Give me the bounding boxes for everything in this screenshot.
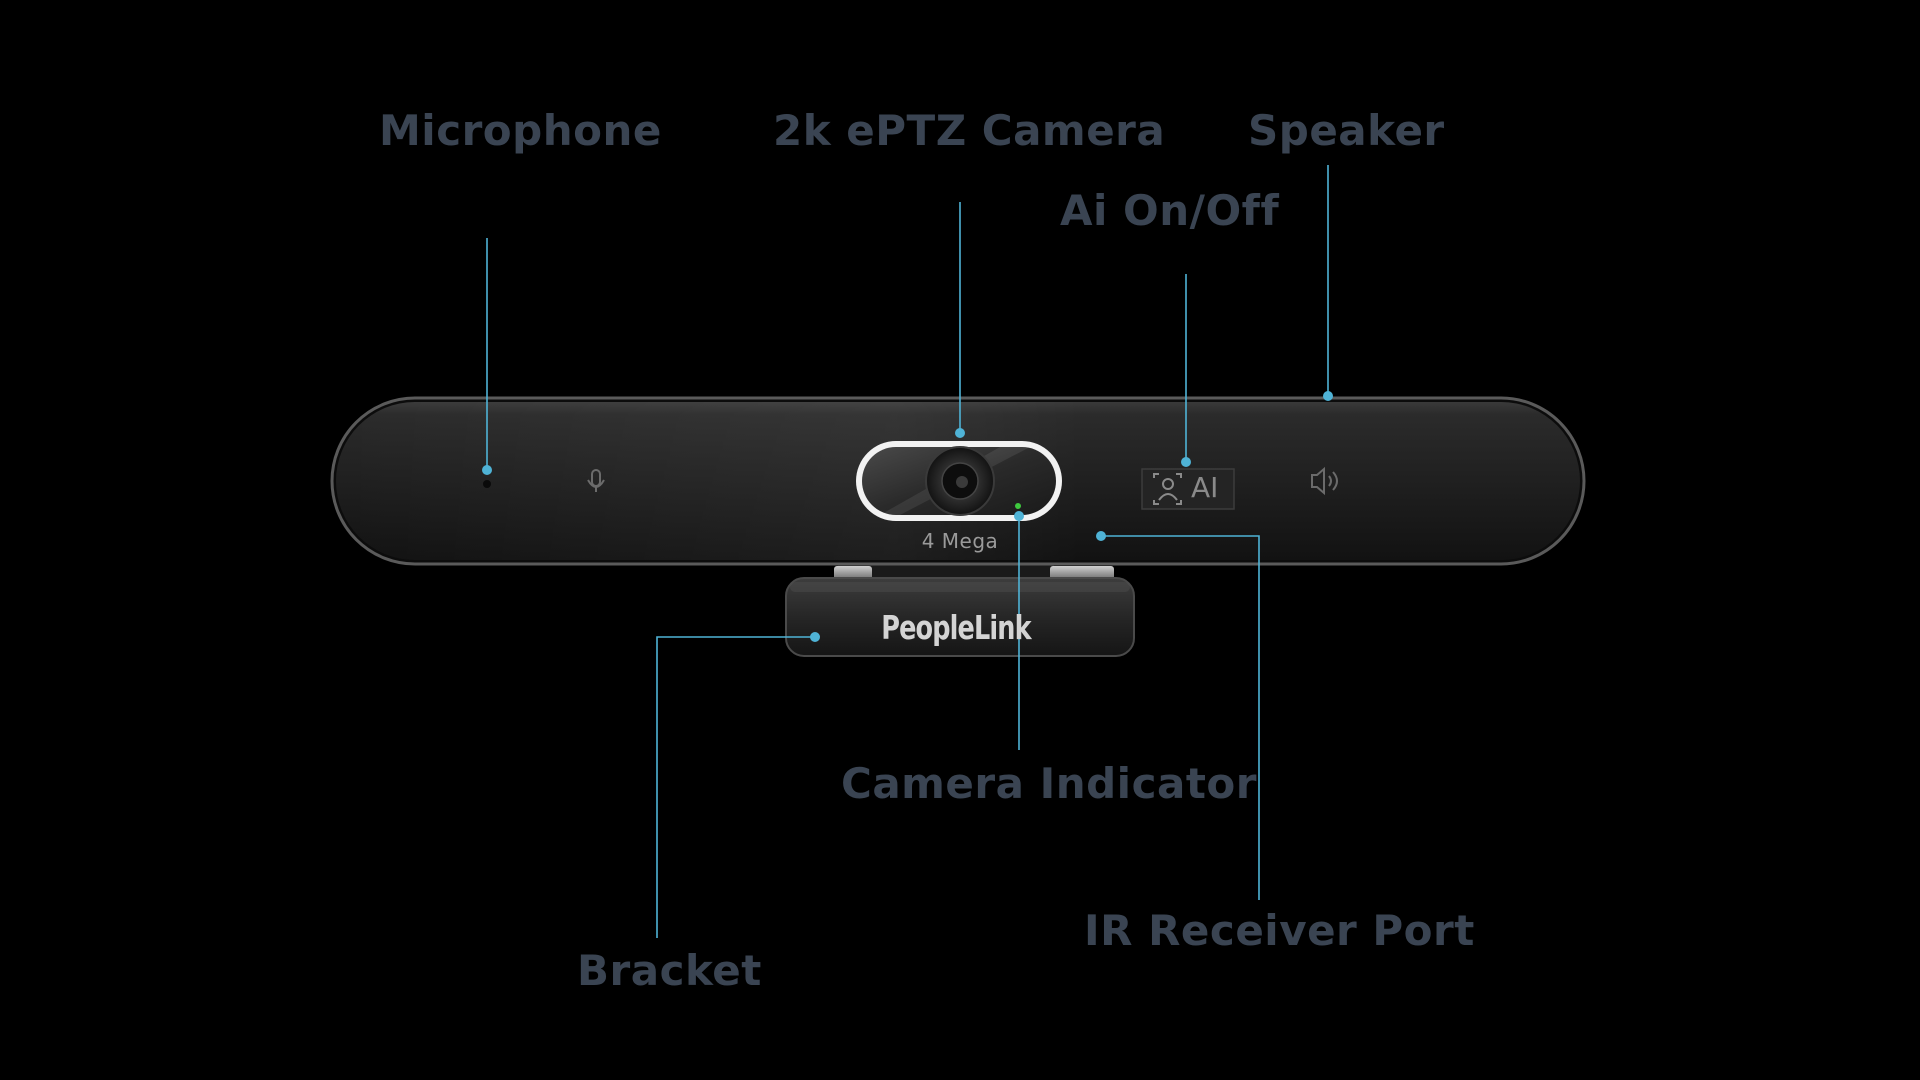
callout-dot-indicator <box>1014 511 1024 521</box>
label-ai-toggle: Ai On/Off <box>1060 186 1280 235</box>
label-ir-receiver: IR Receiver Port <box>1084 906 1475 955</box>
ai-button <box>1141 468 1235 510</box>
bracket-highlight <box>790 582 1130 592</box>
lens-caption: 4 Mega <box>921 529 999 553</box>
callout-dot-ai <box>1181 457 1191 467</box>
bracket-body <box>785 577 1135 657</box>
bracket-hinge-left <box>834 566 872 580</box>
ai-button-text: AI <box>1191 471 1219 504</box>
callout-dot-bracket <box>810 632 820 642</box>
bracket-hinge-right <box>1050 566 1114 580</box>
brand-logo-text: PeopleLink <box>881 608 1031 647</box>
person-frame-icon <box>1153 473 1182 505</box>
callout-dot-camera <box>955 428 965 438</box>
callout-lines <box>486 165 1329 938</box>
label-camera: 2k ePTZ Camera <box>773 106 1166 155</box>
callout-dot-speaker <box>1323 391 1333 401</box>
label-microphone: Microphone <box>379 106 662 155</box>
label-bracket: Bracket <box>577 946 762 995</box>
microphone-hole <box>483 480 491 488</box>
label-speaker: Speaker <box>1248 106 1445 155</box>
callout-line-bracket <box>656 636 815 938</box>
microphone-icon <box>587 469 605 492</box>
speaker-icon <box>1311 466 1338 496</box>
label-camera-indicator: Camera Indicator <box>841 759 1257 808</box>
callout-dot-microphone <box>482 465 492 475</box>
lens-pupil <box>956 476 968 488</box>
camera-indicator-led <box>1015 503 1021 509</box>
callout-line-ir <box>1101 535 1260 900</box>
callout-dots <box>482 391 1333 642</box>
callout-dot-ir <box>1096 531 1106 541</box>
camera-lens-module <box>856 441 1062 521</box>
